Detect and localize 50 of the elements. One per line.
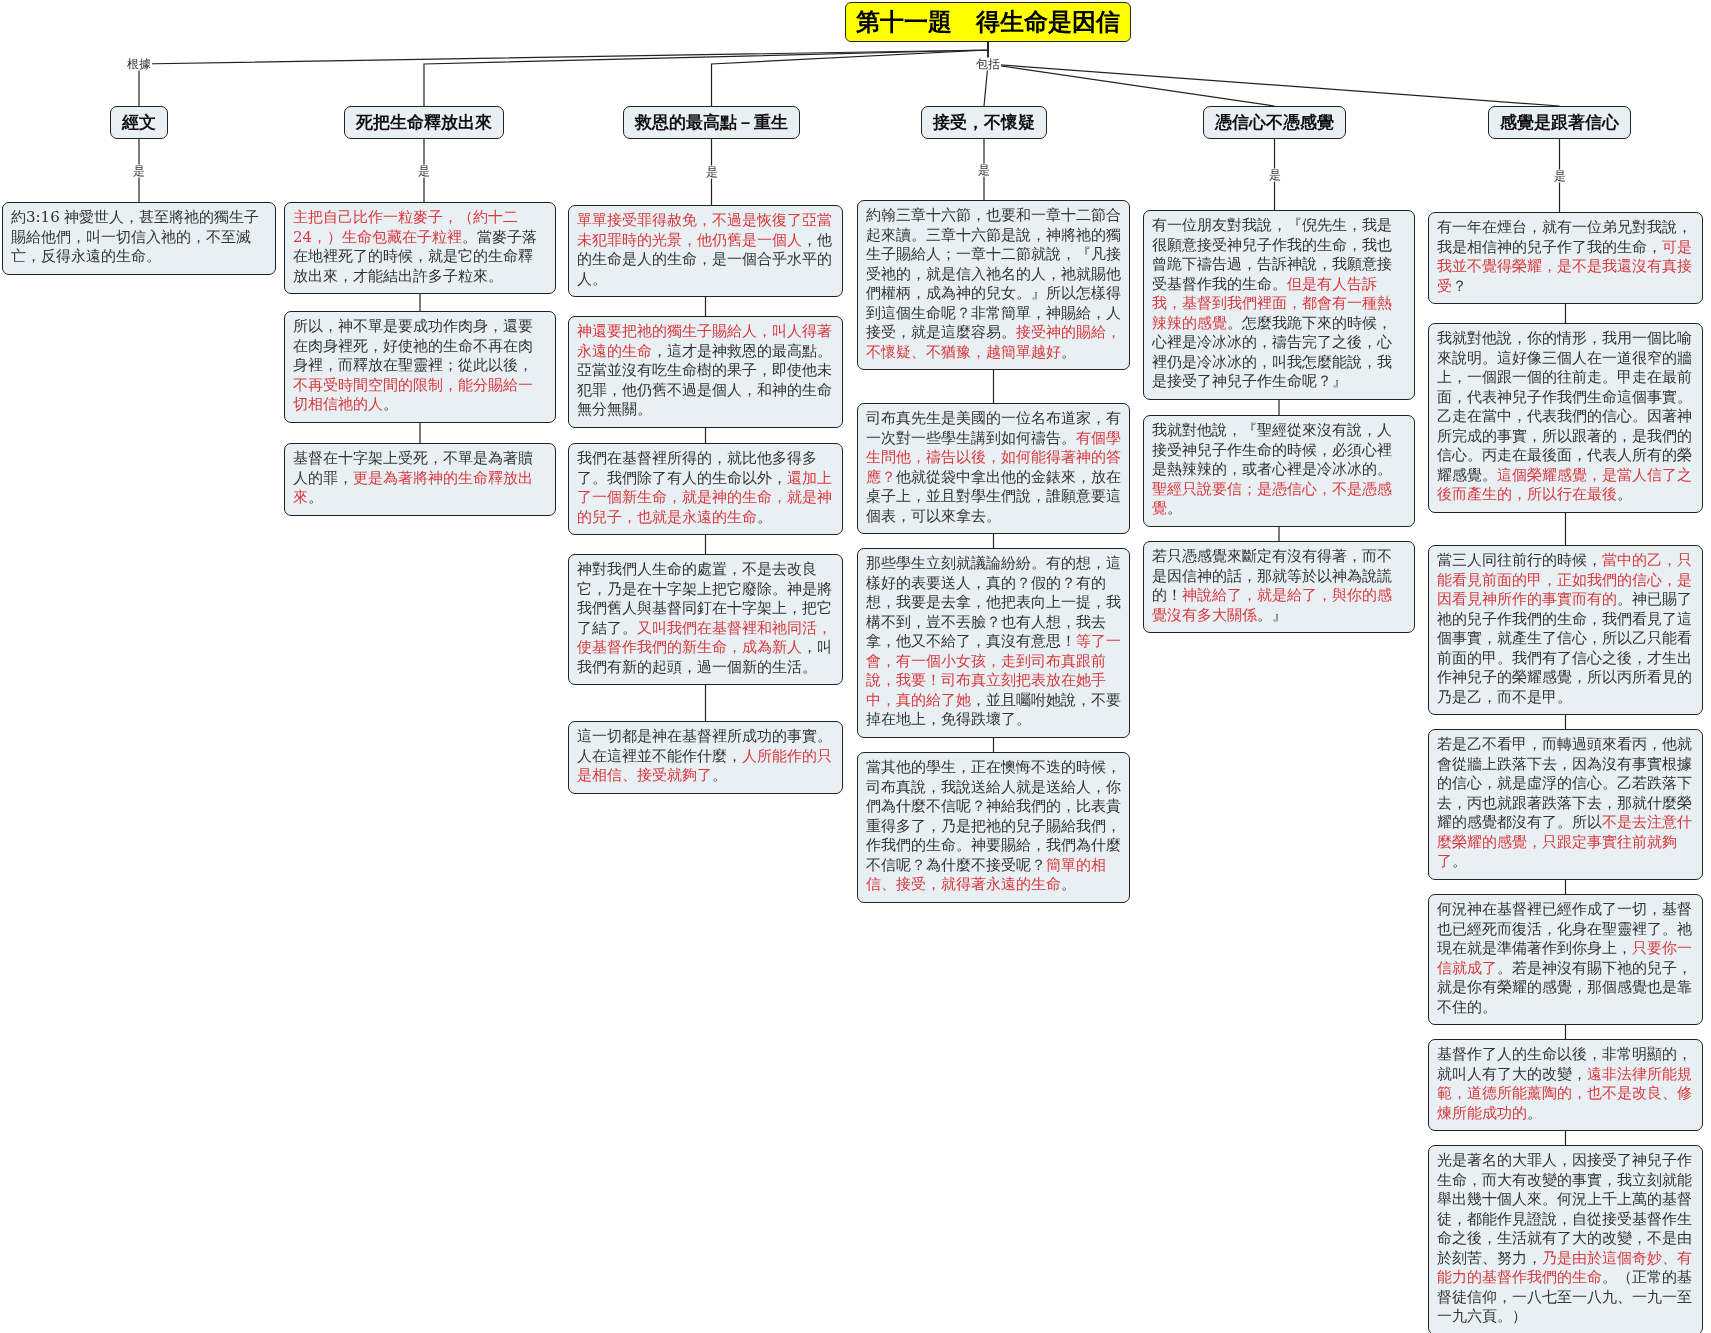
- note-box: 有一位朋友對我說，『倪先生，我是很願意接受神兒子作我的生命，我也曾跪下禱告過，告訴神說，我願意接受基督作我的生命。但是有人告訴我，基督到我們裡面，都會有一種熱辣辣的感覺。怎麼我跪下來的時候，心裡是冷冰冰的，禱告完了之後，心裡仍是冷冰冰的，叫我怎麼能說，我是接受了神兒子作生命呢？』: [1143, 210, 1415, 400]
- note-box: 這一切都是神在基督裡所成功的事實。人在這裡並不能作什麼，人所能作的只是相信、接受就夠了。: [568, 721, 843, 794]
- connector-line: [1278, 526, 1280, 542]
- note-box: 神對我們人生命的處置，不是去改良它，乃是在十字架上把它廢除。神是將我們舊人與基督同釘在十字架上，把它了結了。又叫我們在基督裡和祂同活，使基督作我們的新生命，成為新人，叫我們有新的起頭，過一個新的生活。: [568, 554, 843, 685]
- topic-box: 死把生命釋放出來: [344, 106, 504, 139]
- connector-line: [704, 296, 707, 317]
- topic-box: 經文: [110, 106, 168, 139]
- connector-line: [1278, 399, 1280, 416]
- note-box: 所以，神不單是要成功作肉身，還要在肉身裡死，好使祂的生命不再在肉身裡，而釋放在聖靈裡；從此以後，不再受時間空間的限制，能分賜給一切相信祂的人。: [284, 311, 556, 423]
- topic-box: 接受，不懷疑: [921, 106, 1047, 139]
- topic-box: 憑信心不憑感覺: [1202, 106, 1346, 139]
- edge-label: 是: [704, 165, 719, 179]
- edge-label: 是: [1552, 169, 1567, 182]
- note-box: 司布真先生是美國的一位名布道家，有一次對一些學生講到如何禱告。有個學生問他，禱告以後，如何能得著神的答應？他就從袋中拿出他的金錶來，放在桌子上，並且對學生們說，誰願意要這個表，可以來拿去。: [857, 403, 1130, 534]
- note-box: 我們在基督裡所得的，就比他多得多了。我們除了有人的生命以外，還加上了一個新生命，就是神的生命，就是神的兒子，也就是永遠的生命。: [568, 443, 843, 535]
- note-box: 基督在十字架上受死，不單是為著贖人的罪，更是為著將神的生命釋放出來。: [284, 443, 556, 516]
- connector-line: [1564, 303, 1567, 324]
- edge-label: 包括: [975, 57, 1001, 71]
- note-box: 當三人同往前行的時候，當中的乙，只能看見前面的甲，正如我們的信心，是因看見神所作的事實而有的。神已賜了祂的兒子作我們的生命，我們看見了這個事實，就產生了信心，所以乙只能看前面的甲。我們有了信心之後，才生出作神兒子的榮耀感覺，所以丙所看見的乃是乙，而不是甲。: [1428, 545, 1703, 715]
- connector-line: [1564, 512, 1567, 546]
- note-box: 何況神在基督裡已經作成了一切，基督也已經死而復活，化身在聖靈裡了。祂現在就是準備著作到你身上，只要你一信就成了。若是神沒有賜下祂的兒子，就是你有榮耀的感覺，那個感覺也是靠不住的。: [1428, 894, 1703, 1025]
- note-box: 我就對他說，你的情形，我用一個比喻來說明。這好像三個人在一道很窄的牆上，一個跟一個的往前走。甲走在最前面，代表神兒子作我們生命這個事實。乙走在當中，代表我們的信心。因著神所完成的事實，所以跟著的，是我們的信心。丙走在最後面，代表人所有的榮耀感覺。這個榮耀感覺，是當人信了之後而產生的，所以行在最後。: [1428, 323, 1703, 513]
- note-box: 有一年在煙台，就有一位弟兄對我說，我是相信神的兒子作了我的生命，可是我並不覺得榮耀，是不是我還沒有真接受？: [1428, 212, 1703, 304]
- connector-line: [992, 369, 995, 404]
- edge-label: 是: [1267, 168, 1282, 181]
- edge-label: 是: [132, 164, 146, 177]
- edge-label: 是: [977, 163, 991, 176]
- connector-line: [419, 293, 421, 312]
- note-box: 當其他的學生，正在懊悔不迭的時候，司布真說，我說送給人就是送給人，你們為什麼不信呢？神給我們的，比表貴重得多了，乃是把祂的兒子賜給我們，作我們的生命。神要賜給，我們為什麼不信呢？為什麼不接受呢？簡單的相信、接受，就得著永遠的生命。: [857, 752, 1130, 903]
- connector-line: [704, 684, 707, 722]
- topic-box: 救恩的最高點－重生: [622, 106, 800, 139]
- note-box: 單單接受罪得赦免，不過是恢復了亞當未犯罪時的光景，他仍舊是一個人，他的生命是人的生命，是一個合乎水平的人。: [568, 205, 843, 297]
- title-box: 第十一題 得生命是因信: [845, 2, 1131, 42]
- edge-label: 根據: [126, 57, 152, 71]
- note-box: 約3:16 神愛世人，甚至將祂的獨生子賜給他們，叫一切信入祂的，不至滅亡，反得永遠的生命。: [2, 202, 276, 275]
- topic-box: 感覺是跟著信心: [1487, 106, 1631, 139]
- note-box: 基督作了人的生命以後，非常明顯的，就叫人有了大的改變，遠非法律所能規範，道德所能薰陶的，也不是改良、修煉所能成功的。: [1428, 1039, 1703, 1131]
- connector-line: [710, 138, 713, 206]
- connector-line: [704, 534, 707, 555]
- note-box: 若只憑感覺來斷定有沒有得著，而不是因信神的話，那就等於以神為說謊的！神說給了，就是給了，與你的感覺沒有多大關係。』: [1143, 541, 1415, 633]
- note-box: 若是乙不看甲，而轉過頭來看丙，他就會從牆上跌落下去，因為沒有事實根據的信心，就是虛浮的信心。乙若跌落下去，丙也就跟著跌落下去，那就什麼榮耀的感覺都沒有了。所以不是去注意什麼榮耀的感覺，只跟定事實往前就夠了。: [1428, 729, 1703, 880]
- note-box: 那些學生立刻就議論紛紛。有的想，這樣好的表要送人，真的？假的？有的想，我要是去拿，他把表向上一提，我構不到，豈不丟臉？也有人想，我去拿，他又不給了，真沒有意思！等了一會，有一個小女孩，走到司布真跟前說，我要！司布真立刻把表放在她手中，真的給了她，並且囑咐她說，不要掉在地上，免得跌壞了。: [857, 548, 1130, 738]
- connector-line: [1273, 138, 1276, 211]
- edge-label: 是: [417, 164, 431, 177]
- note-box: 主把自己比作一粒麥子，（約十二24，）生命包藏在子粒裡。當麥子落在地裡死了的時候，就是它的生命釋放出來，才能結出許多子粒來。: [284, 202, 556, 294]
- note-box: 約翰三章十六節，也要和一章十二節合起來讀。三章十六節是說，神將祂的獨生子賜給人；一章十二節就說，『凡接受祂的，就是信入祂名的人，祂就賜他們權柄，成為神的兒女。』所以怎樣得到這個生命呢？非常簡單，神賜給，人接受，就是這麼容易。接受神的賜給，不懷疑、不猶豫，越簡單越好。: [857, 200, 1130, 370]
- note-box: 我就對他說，『聖經從來沒有說，人接受神兒子作生命的時候，必須心裡是熱辣辣的，或者心裡是冷冰冰的。聖經只說要信；是憑信心，不是憑感覺。: [1143, 415, 1415, 527]
- note-box: 光是著名的大罪人，因接受了神兒子作生命，而大有改變的事實，我立刻就能舉出幾十個人來。何況上千上萬的基督徒，都能作見證說，自從接受基督作生命之後，生活就有了大的改變，不是由於刻苦、努力，乃是由於這個奇妙、有能力的基督作我們的生命。（正常的基督徒信仰，一八七至一八九、一九一至一九六頁。）: [1428, 1145, 1703, 1333]
- connector-line: [419, 422, 421, 444]
- note-box: 神還要把祂的獨生子賜給人，叫人得著永遠的生命，這才是神救恩的最高點。亞當並沒有吃生命樹的果子，即使他未犯罪，他仍舊不過是個人，和神的生命無分無關。: [568, 316, 843, 428]
